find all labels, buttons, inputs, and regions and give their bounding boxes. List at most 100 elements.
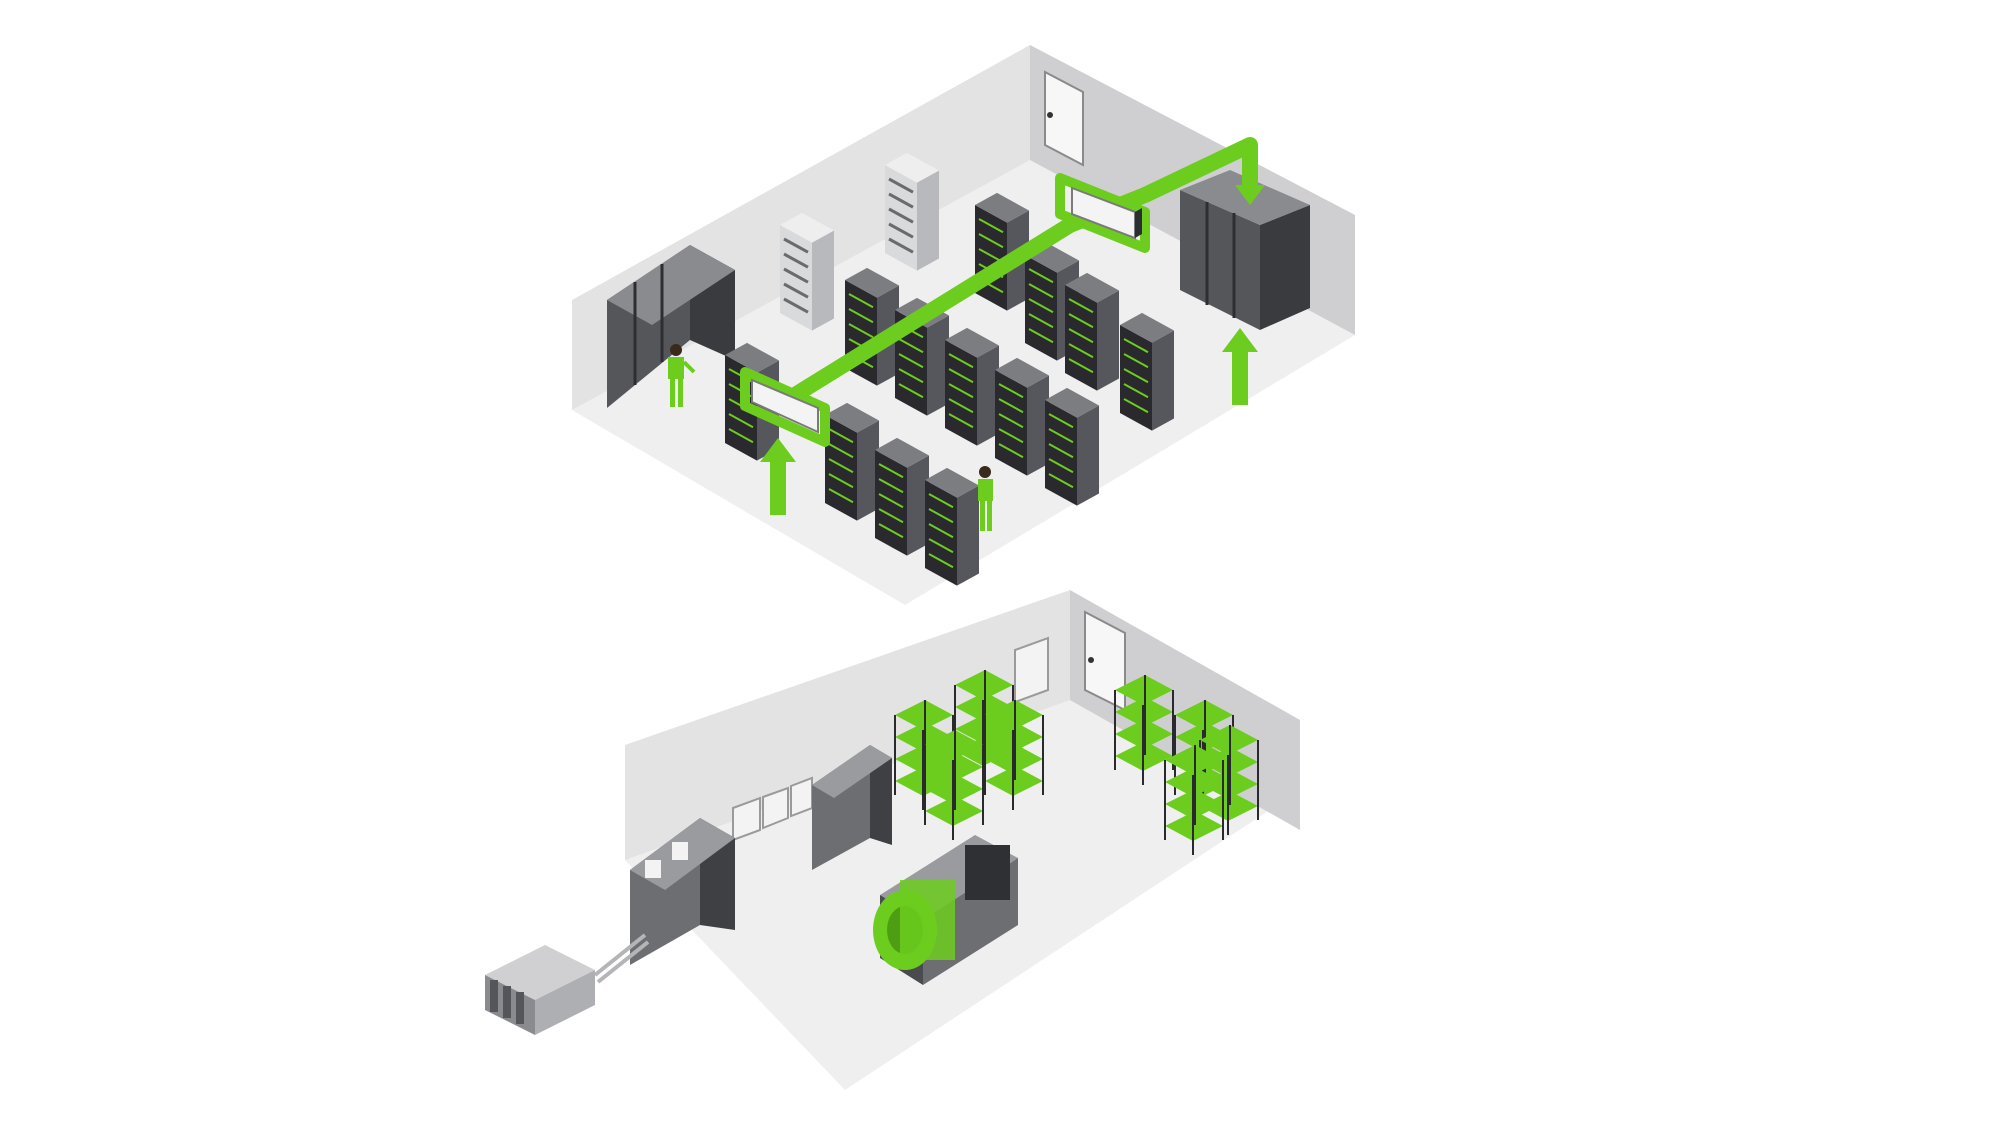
- rack-unit-line: [848, 308, 874, 324]
- rack-unit-line: [888, 177, 914, 194]
- rack-unit-line: [978, 233, 1004, 249]
- rack-unit-line: [878, 463, 904, 479]
- ups-cabinet-left-icon: [607, 245, 735, 408]
- shape: [917, 170, 939, 271]
- rack-unit-line: [948, 353, 974, 369]
- shape: [825, 415, 857, 521]
- rack-unit-line: [1068, 298, 1094, 314]
- rack-unit-line: [1048, 428, 1074, 444]
- shape: [995, 357, 1049, 388]
- rack-unit-line: [928, 523, 954, 539]
- rack-unit-line: [828, 428, 854, 444]
- cooling-unit-bottom-icon: [740, 367, 830, 447]
- rack-unit-line: [1123, 398, 1149, 414]
- shape: [885, 152, 939, 183]
- generator-icon: [873, 835, 1018, 985]
- shape: [1045, 387, 1099, 418]
- rack-unit-line: [928, 493, 954, 509]
- rack-unit-line: [898, 338, 924, 354]
- rack-unit-line: [783, 252, 809, 269]
- rack-unit-line: [948, 383, 974, 399]
- server-rack-dark-11-icon: [825, 402, 879, 521]
- shape: [1097, 290, 1119, 391]
- rack-unit-line: [783, 267, 809, 284]
- shape: [1045, 400, 1077, 506]
- server-rack-dark-3-icon: [1065, 272, 1119, 391]
- rack-unit-line: [1028, 328, 1054, 344]
- rack-unit-line: [1068, 313, 1094, 329]
- shape: [825, 402, 879, 433]
- transformer-icon: [485, 945, 595, 1035]
- rack-unit-line: [948, 368, 974, 384]
- server-rack-dark-9-icon: [1045, 387, 1099, 506]
- rack-unit-line: [928, 538, 954, 554]
- shape: [780, 212, 834, 243]
- rack-unit-line: [998, 413, 1024, 429]
- rack-unit-line: [1028, 313, 1054, 329]
- distribution-box-icon: [732, 636, 1049, 842]
- rack-unit-line: [878, 523, 904, 539]
- rack-unit-line: [783, 297, 809, 314]
- shape: [845, 267, 899, 298]
- rack-unit-line: [998, 398, 1024, 414]
- server-rack-light-2-icon: [885, 152, 939, 271]
- technician-left-icon: [668, 344, 696, 407]
- shape: [925, 467, 979, 498]
- server-rack-dark-4-icon: [1120, 312, 1174, 431]
- rack-unit-line: [728, 413, 754, 429]
- rack-unit-line: [888, 222, 914, 239]
- rack-unit-line: [1048, 458, 1074, 474]
- rack-unit-line: [1123, 368, 1149, 384]
- door-icon: [1044, 70, 1084, 167]
- shape: [945, 327, 999, 358]
- server-rack-light-1-icon: [780, 212, 834, 331]
- rack-unit-line: [828, 443, 854, 459]
- server-room: [572, 45, 1355, 605]
- power-cable-icon: [593, 933, 650, 984]
- shape: [995, 370, 1027, 476]
- rack-unit-line: [1123, 383, 1149, 399]
- airflow-path-icon: [790, 137, 1258, 402]
- rack-unit-line: [898, 353, 924, 369]
- rack-unit-line: [948, 413, 974, 429]
- rack-unit-line: [898, 368, 924, 384]
- battery-shelf-4-icon: [924, 730, 984, 840]
- battery-shelf-5-icon: [1114, 675, 1174, 785]
- rack-unit-line: [928, 553, 954, 569]
- rack-unit-line: [898, 383, 924, 399]
- rack-unit-line: [878, 508, 904, 524]
- airflow-arrow-up-right-icon: [1222, 328, 1258, 405]
- rack-unit-line: [1068, 358, 1094, 374]
- rack-unit-line: [848, 323, 874, 339]
- rack-unit-line: [888, 192, 914, 209]
- rack-unit-line: [998, 428, 1024, 444]
- rack-unit-line: [878, 478, 904, 494]
- server-rack-dark-12-icon: [875, 437, 929, 556]
- shape: [925, 480, 957, 586]
- battery-shelf-7-icon: [1199, 725, 1259, 835]
- airflow-loop: [740, 137, 1265, 515]
- rack-unit-line: [1028, 298, 1054, 314]
- shape: [977, 345, 999, 446]
- ups-cabinet-icon: [812, 745, 892, 870]
- shape: [1120, 312, 1174, 343]
- rack-unit-line: [728, 428, 754, 444]
- shape: [1152, 330, 1174, 431]
- rack-unit-line: [1048, 413, 1074, 429]
- rack-unit-line: [978, 218, 1004, 234]
- server-rack-dark-7-icon: [945, 327, 999, 446]
- airflow-arrow-down-icon: [1235, 185, 1265, 205]
- technician-right-icon: [978, 466, 993, 531]
- rack-unit-line: [888, 207, 914, 224]
- rack-unit-line: [1123, 353, 1149, 369]
- battery-shelf-8-icon: [1164, 745, 1224, 855]
- power-room-back-wall: [625, 590, 1070, 860]
- rack-unit-line: [998, 443, 1024, 459]
- power-room: [485, 590, 1300, 1090]
- shape: [857, 420, 879, 521]
- shape: [975, 192, 1029, 223]
- rack-unit-line: [1048, 473, 1074, 489]
- rack-unit-line: [948, 398, 974, 414]
- rack-unit-line: [828, 488, 854, 504]
- rack-unit-line: [783, 282, 809, 299]
